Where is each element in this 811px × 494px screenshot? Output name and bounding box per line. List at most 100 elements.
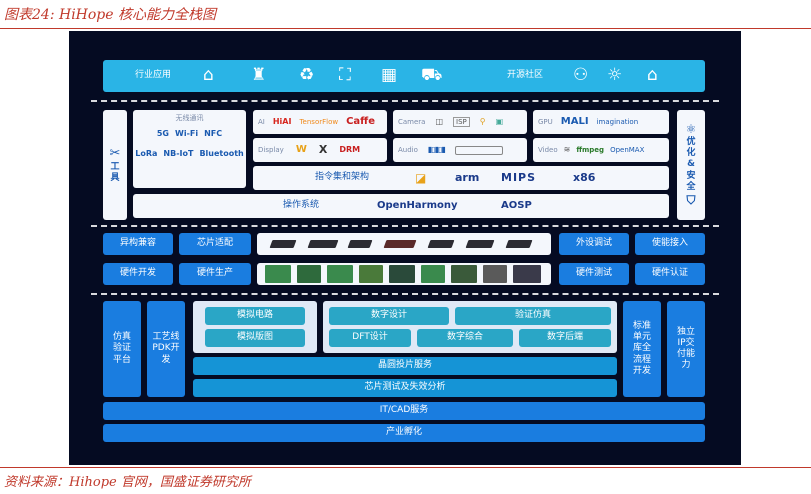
audio-row: Audio ▮▯▮▯▮ (393, 138, 527, 162)
display-row: Display W X DRM (253, 138, 387, 162)
chip-image (269, 240, 297, 248)
audio-codec-logo (454, 145, 503, 155)
ai-row: AI HiAI TensorFlow Caffe (253, 110, 387, 134)
board-image (483, 265, 507, 283)
wifi-label: Wi-Fi (175, 128, 199, 138)
chip-image (427, 240, 455, 248)
bluetooth-label: Bluetooth (199, 148, 244, 158)
industry-incubation-bar: 产业孵化 (103, 424, 705, 442)
os-label: 操作系统 (283, 200, 320, 211)
drm-logo: DRM (339, 145, 361, 154)
car-icon: ⛟ (421, 65, 443, 86)
chip-image (347, 240, 373, 248)
board-image (451, 265, 477, 283)
chip-image (383, 240, 417, 248)
board-image (265, 265, 291, 283)
connectivity-panel: 无线通讯 5G Wi-Fi NFC LoRa NB-IoT Bluetooth (133, 110, 246, 188)
wayland-logo: W (295, 143, 307, 155)
tools-label: 工具 (110, 161, 120, 184)
gpu-row-label: GPU (538, 117, 553, 126)
building-icon: ▦ (381, 65, 398, 86)
ffmpeg-logo: ffmpeg (576, 145, 605, 154)
board-images-strip (257, 263, 551, 285)
board-image (513, 265, 541, 283)
verification-sim-box: 验证仿真 (455, 307, 611, 325)
layer-divider (91, 225, 719, 227)
hardware-production-box: 硬件生产 (179, 263, 251, 285)
idea-icon: ☼ (607, 65, 623, 86)
optimize-security-label: 优化&安全 (686, 136, 696, 192)
monitor-icon: ▣ (495, 117, 504, 126)
chip-adaptation-box: 芯片适配 (179, 233, 251, 255)
arm-logo: arm (455, 171, 480, 185)
os-row: 操作系统 OpenHarmony AOSP (133, 194, 669, 218)
chip-image (505, 240, 533, 248)
aosp-label: AOSP (501, 199, 532, 211)
chip-images-strip (257, 233, 551, 255)
figure-caption: 图表24: HiHope 核心能力全栈图 (4, 7, 217, 23)
search-icon: ⚲ (479, 117, 486, 126)
medical-icon: ⛶ (339, 65, 351, 86)
video-row: Video ≋ ffmpeg OpenMAX (533, 138, 669, 162)
video-row-label: Video (538, 145, 558, 154)
wafer-service-box: 晶圆投片服务 (193, 357, 617, 375)
it-cad-service-bar: IT/CAD服务 (103, 402, 705, 420)
gpu-row: GPU MALI imagination (533, 110, 669, 134)
enable-access-box: 使能接入 (635, 233, 705, 255)
open-source-community-label: 开源社区 (507, 70, 544, 81)
isp-label: ISP (453, 116, 470, 128)
tensorflow-logo: TensorFlow (299, 117, 339, 126)
optimize-security-column: ⚛ 优化&安全 ⛉ (677, 110, 705, 220)
connectivity-title: 无线通讯 (175, 114, 204, 122)
board-image (389, 265, 415, 283)
people-icon: ⚇ (573, 65, 589, 86)
nfc-label: NFC (204, 128, 223, 138)
lora-label: LoRa (135, 148, 158, 158)
hiai-logo: HiAI (272, 117, 292, 126)
camera-icon: ◫ (435, 117, 444, 126)
caffe-logo: Caffe (346, 115, 376, 127)
digital-backend-box: 数字后端 (519, 329, 611, 347)
factory-icon: ⌂ (203, 65, 214, 86)
analog-layout-box: 模拟版图 (205, 329, 305, 347)
layer-divider (91, 293, 719, 295)
shield-icon: ⛉ (686, 193, 696, 208)
tools-icon: ✂ (109, 145, 121, 161)
board-image (297, 265, 321, 283)
chip-image (307, 240, 339, 248)
std-cell-library-box: 标准单元库全流程开发 (623, 301, 661, 397)
ai-row-label: AI (258, 117, 265, 126)
openharmony-label: OpenHarmony (377, 199, 458, 211)
risc-logo-icon: ◪ (415, 170, 427, 185)
peripheral-debug-box: 外设调试 (559, 233, 629, 255)
tools-column: ✂ 工具 (103, 110, 127, 220)
source-rule (0, 467, 811, 468)
layer-divider (91, 100, 719, 102)
recycle-icon: ♻ (299, 65, 315, 86)
mips-logo: MIPS (501, 171, 537, 185)
full-stack-diagram: 行业应用 ⌂ ♜ ♻ ⛶ ▦ ⛟ 开源社区 ⚇ ☼ ⌂ ✂ 工具 无线通讯 5G… (69, 31, 741, 465)
application-layer: 行业应用 ⌂ ♜ ♻ ⛶ ▦ ⛟ 开源社区 ⚇ ☼ ⌂ (103, 60, 705, 92)
heterogeneous-compat-box: 异构兼容 (103, 233, 173, 255)
camera-row-label: Camera (398, 117, 426, 126)
education-icon: ♜ (251, 65, 267, 86)
digital-synthesis-box: 数字综合 (417, 329, 513, 347)
hardware-test-box: 硬件测试 (559, 263, 629, 285)
board-image (327, 265, 353, 283)
imagination-logo: imagination (596, 117, 639, 126)
openmax-logo: OpenMAX (610, 145, 645, 154)
camera-row: Camera ◫ ISP ⚲ ▣ (393, 110, 527, 134)
ip-delivery-box: 独立IP交付能力 (667, 301, 705, 397)
source-note: 资料来源：Hihope 官网，国盛证券研究所 (4, 475, 251, 490)
network-icon: ⚛ (685, 121, 697, 136)
chip-image (465, 240, 495, 248)
display-row-label: Display (258, 145, 284, 154)
audio-wave-icon: ▮▯▮▯▮ (427, 145, 446, 154)
isa-label: 指令集和架构 (315, 172, 370, 183)
5g-label: 5G (156, 128, 169, 138)
isa-row: 指令集和架构 ◪ arm MIPS x86 (253, 166, 669, 190)
digital-design-box: 数字设计 (329, 307, 449, 325)
mali-logo: MALI (560, 115, 589, 127)
chip-test-box: 芯片测试及失效分析 (193, 379, 617, 397)
caption-rule (0, 28, 811, 29)
